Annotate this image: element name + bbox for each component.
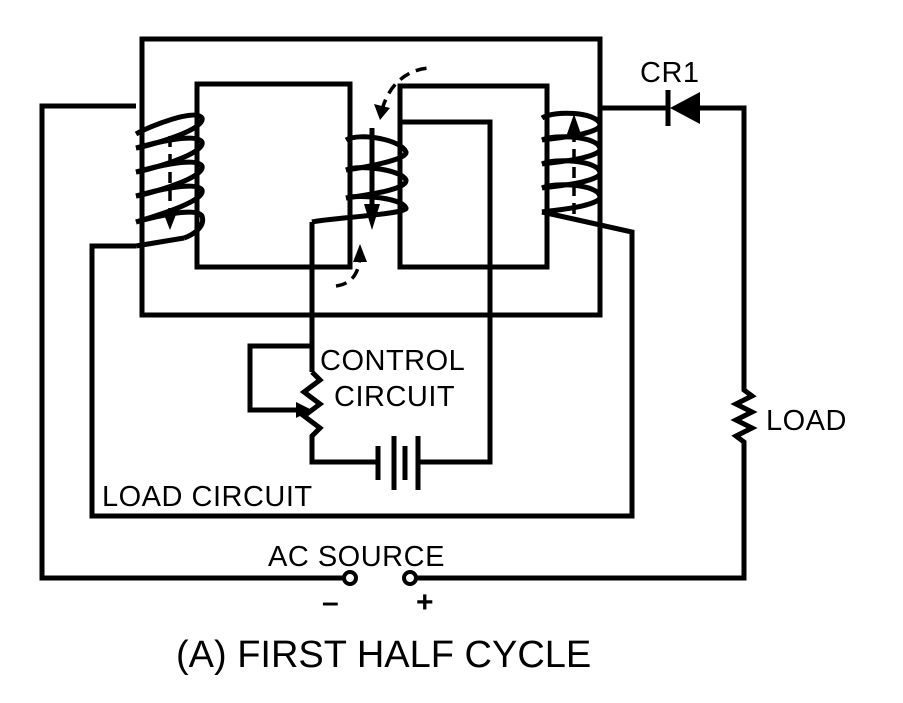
left-load-winding bbox=[134, 112, 206, 241]
potentiometer-wiper-arrow bbox=[296, 402, 312, 418]
control-circuit-wiring bbox=[247, 119, 493, 490]
flux-arrow-down-left bbox=[163, 212, 177, 230]
minus-terminal-label: – bbox=[322, 586, 339, 619]
left-core-window bbox=[194, 81, 353, 270]
diode-label: CR1 bbox=[640, 57, 700, 89]
control-circuit-label-line1: CONTROL bbox=[320, 345, 465, 377]
right-core-window bbox=[397, 83, 550, 270]
ac-terminal-plus bbox=[402, 570, 418, 586]
control-winding bbox=[311, 66, 433, 288]
ac-source-label: AC SOURCE bbox=[268, 541, 445, 573]
right-load-winding bbox=[540, 110, 603, 215]
load-resistor-label: LOAD bbox=[766, 405, 847, 437]
flux-arrow-down-center bbox=[364, 204, 380, 230]
right-core bbox=[397, 83, 550, 270]
flux-arrow-curve-bottom bbox=[353, 244, 367, 262]
control-battery bbox=[375, 436, 421, 490]
load-circuit-wiring bbox=[89, 209, 635, 519]
diode-cr1 bbox=[600, 90, 700, 126]
ac-source-loop bbox=[39, 90, 758, 586]
plus-terminal-label: + bbox=[416, 586, 434, 619]
control-circuit-label-line2: CIRCUIT bbox=[334, 381, 455, 413]
figure-caption: (A) FIRST HALF CYCLE bbox=[176, 634, 591, 676]
load-resistor bbox=[700, 105, 758, 450]
flux-arrow-curve-top bbox=[374, 104, 390, 120]
ac-terminal-minus bbox=[342, 570, 358, 586]
control-potentiometer bbox=[299, 370, 376, 465]
flux-arrow-up-right bbox=[567, 114, 581, 134]
load-circuit-label: LOAD CIRCUIT bbox=[102, 481, 313, 513]
